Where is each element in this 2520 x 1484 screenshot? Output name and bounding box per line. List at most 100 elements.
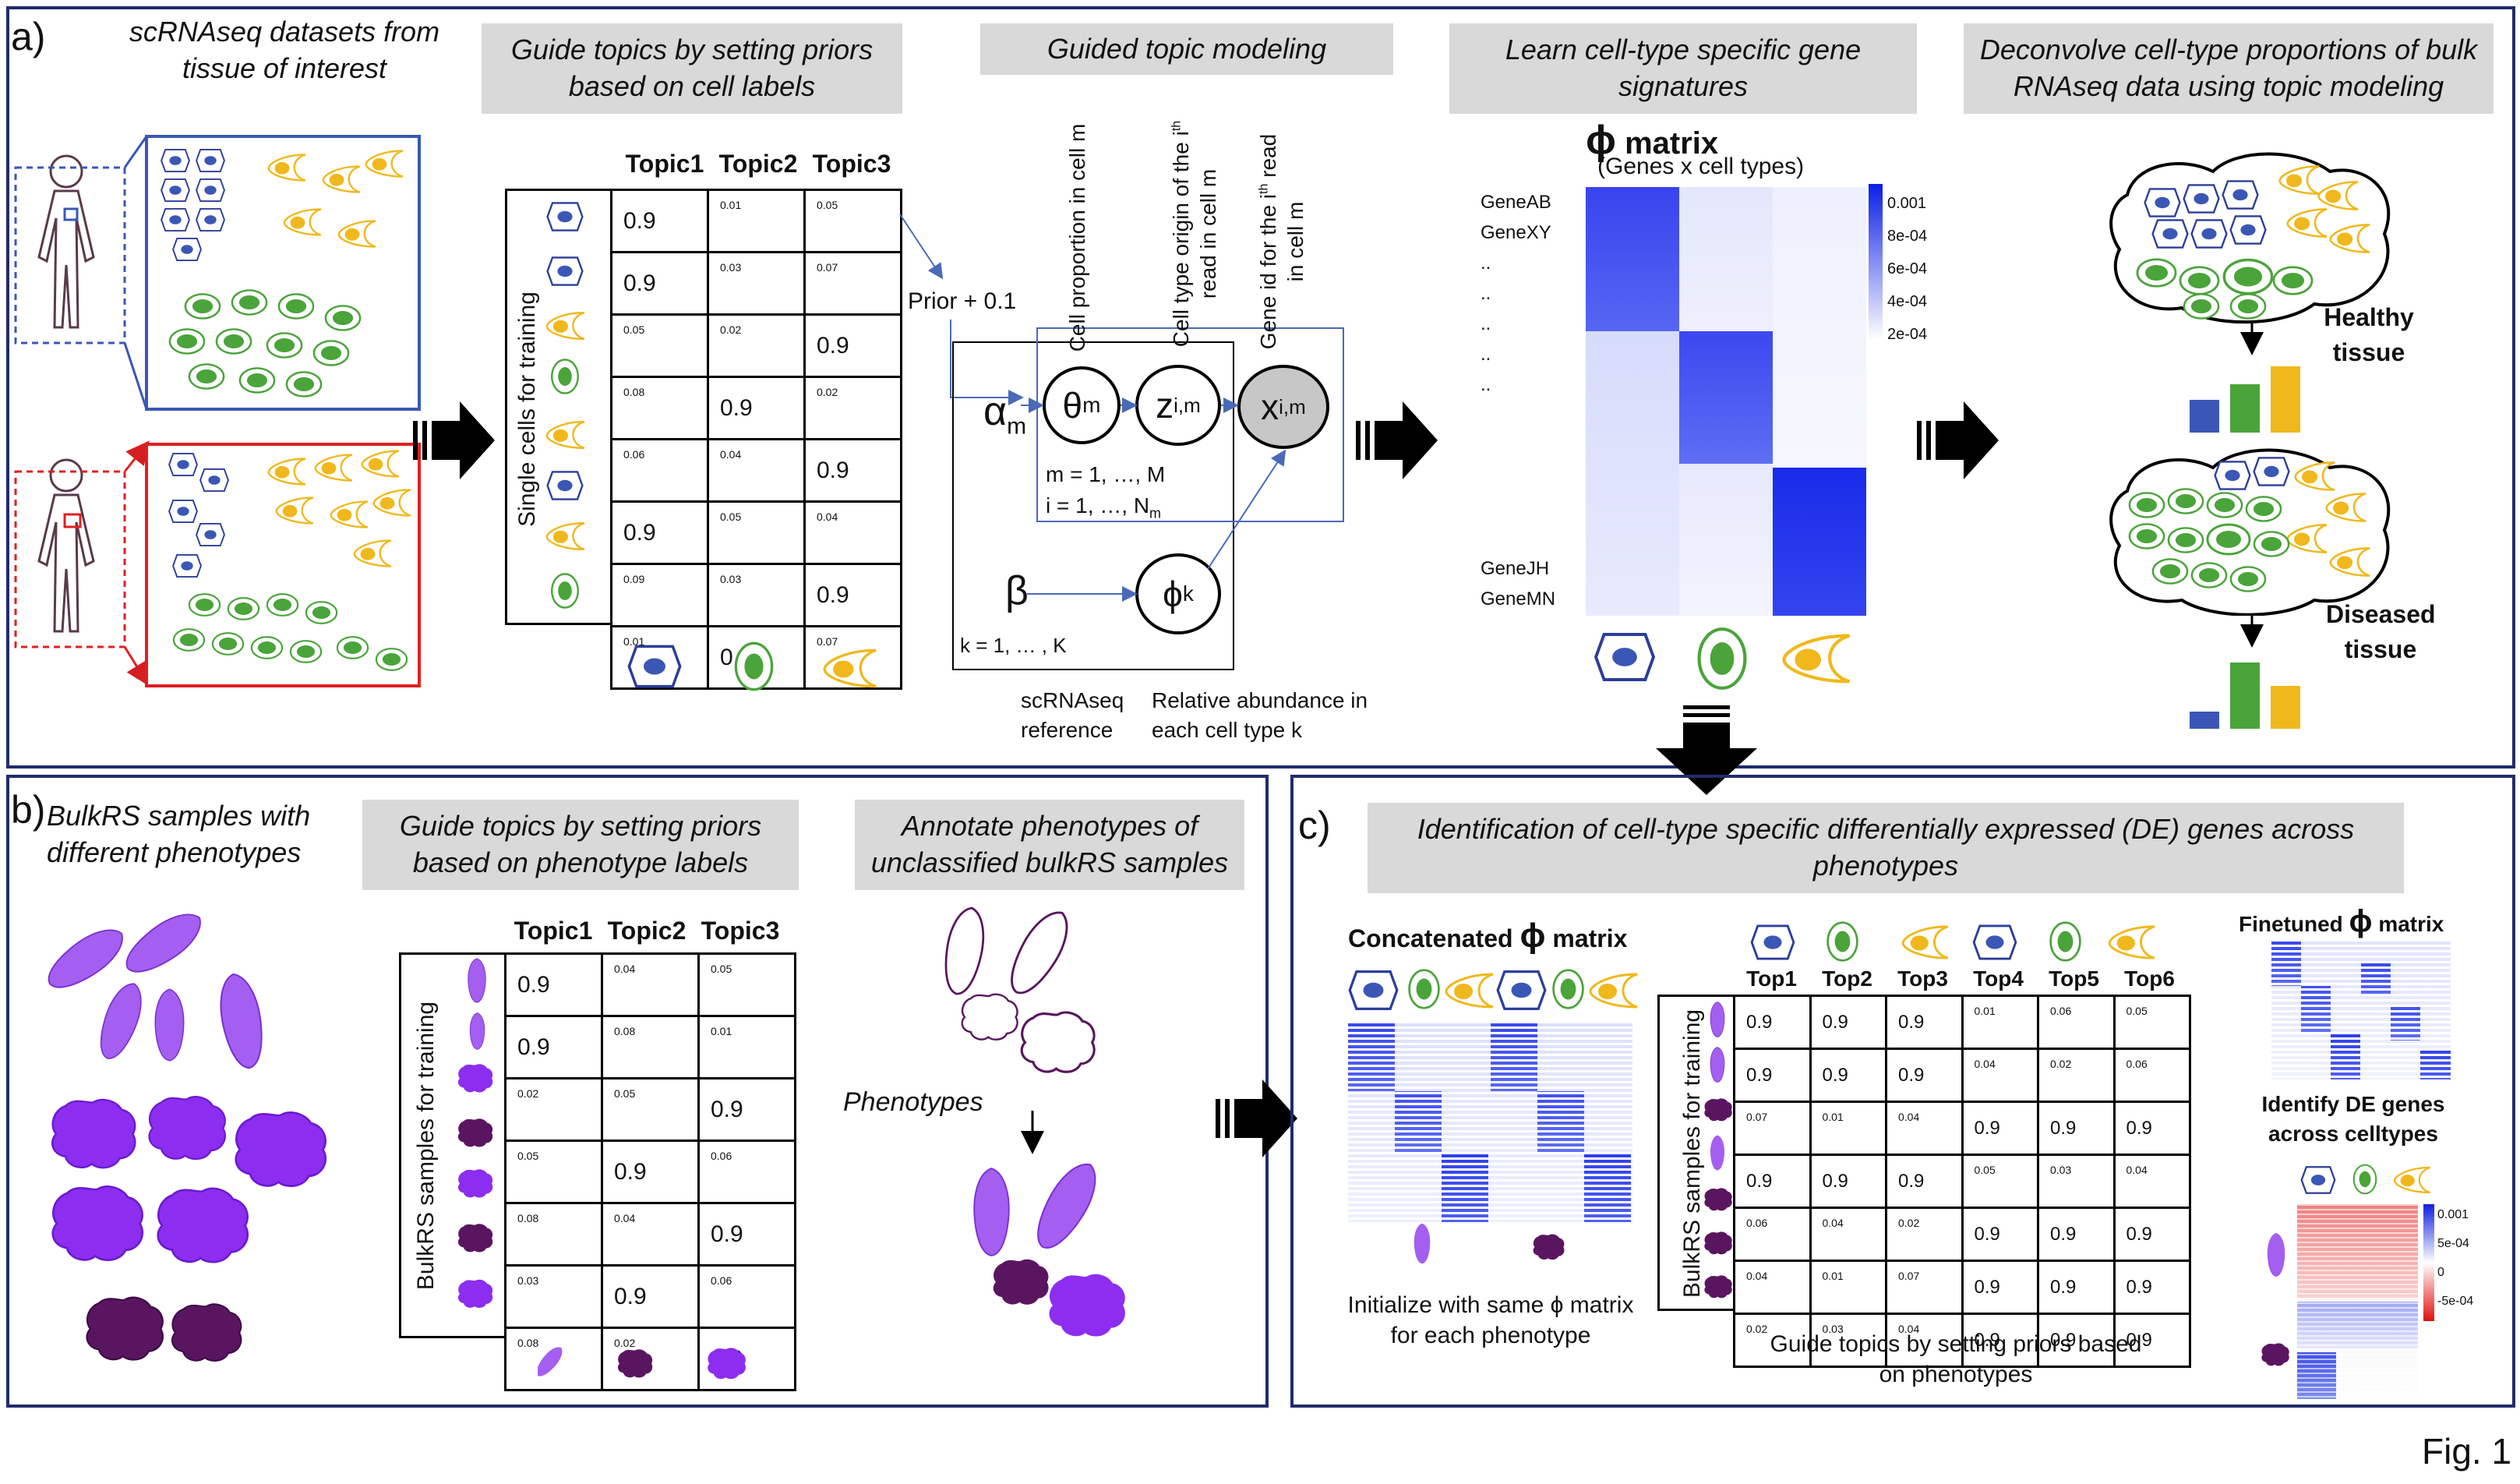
- c-matrix-cell: 0.05: [2112, 995, 2191, 1050]
- a-matrix-cell: 0.9: [803, 313, 902, 378]
- c-matrix-cell: 0.9: [1961, 1313, 2039, 1368]
- b-matrix-cell: 0.04: [601, 1202, 700, 1267]
- c-matrix-cell: 0.01: [1809, 1101, 1887, 1156]
- de-genes-header: Identification of cell-type specific dif…: [1368, 803, 2404, 893]
- c-matrix-cell: 0.04: [2112, 1154, 2191, 1209]
- c-matrix-cell: 0.9: [1885, 995, 1964, 1050]
- b-matrix-cell: 0.08: [601, 1015, 700, 1079]
- b-matrix-cell: 0.9: [697, 1077, 796, 1142]
- plate-i-range: i = 1, …, Nm: [1046, 493, 1162, 521]
- c-matrix-cell: 0.9: [2112, 1207, 2191, 1262]
- flow-arrow-2: [1356, 401, 1438, 479]
- c-matrix-cell: 0.9: [1885, 1048, 1964, 1103]
- c-matrix-cell: 0.07: [1733, 1101, 1812, 1156]
- a-matrix-cell: 0.07: [803, 251, 902, 316]
- phi-matrix-subtitle: (Genes x cell types): [1597, 154, 1805, 179]
- b-matrix-cell: 0.08: [504, 1202, 603, 1267]
- b-topic-header-2: Topic2: [607, 917, 686, 945]
- scrnaseq-reference-label: scRNAseq reference: [1021, 688, 1124, 742]
- c-matrix-cell: 0.9: [1733, 1154, 1812, 1209]
- a-matrix-cell: 0.05: [610, 313, 709, 378]
- b-matrix-cell: 0.02: [504, 1077, 603, 1142]
- a-matrix-cell: 0.04: [803, 500, 902, 565]
- c-matrix-cell: 0.04: [1809, 1207, 1887, 1262]
- plate-k-range: k = 1, … , K: [960, 634, 1067, 657]
- healthy-bar-green: [2230, 384, 2260, 433]
- annotate-phenotypes-header: Annotate phenotypes of unclassified bulk…: [855, 800, 1244, 890]
- healthy-bar-blue: [2190, 400, 2219, 433]
- concat-phi-heatmap: [1348, 1021, 1632, 1222]
- b-matrix-cell: 0.02: [601, 1327, 700, 1391]
- bulk-samples-training-label: BulkRS samples for training: [413, 1001, 439, 1291]
- c-matrix-cell: 0.9: [2037, 1313, 2116, 1368]
- panel-c: [1290, 775, 2515, 1408]
- a-matrix-cell: 0.08: [610, 376, 709, 440]
- a-matrix-cell: 0.03: [707, 251, 806, 316]
- a-matrix-cell: 0.9: [610, 251, 709, 316]
- diseased-tissue-cluster: [2109, 448, 2391, 616]
- c-matrix-cell: 0.02: [1885, 1207, 1964, 1262]
- diseased-tissue-label: Diseased tissue: [2326, 600, 2436, 663]
- beta-symbol: β: [1005, 568, 1029, 613]
- annotate-arrow: [1021, 1111, 1044, 1154]
- alpha-symbol: αm: [983, 389, 1027, 440]
- finetuned-phi-title: Finetuned ϕ matrix: [2239, 904, 2444, 938]
- b-matrix-cell: 0.05: [504, 1140, 603, 1204]
- relative-abundance-label: Relative abundance in each cell type k: [1152, 688, 1368, 742]
- c-matrix-cell: 0.9: [2112, 1260, 2191, 1315]
- flow-arrow-4: [1216, 1079, 1297, 1157]
- init-phi-text: Initialize with same ϕ matrix for each p…: [1347, 1292, 1634, 1348]
- z-description: Cell type origin of the ith read in cell…: [1169, 120, 1220, 348]
- b-matrix-cell: 0.9: [504, 952, 603, 1017]
- c-matrix-cell: 0.05: [1961, 1154, 2039, 1209]
- a-matrix-cell: 0.9: [803, 438, 902, 503]
- c-matrix-cell: 0.04: [1885, 1313, 1964, 1368]
- phenotypes-label: Phenotypes: [843, 1087, 983, 1117]
- de-colorbar: [2423, 1204, 2434, 1321]
- c-matrix-cell: 0.04: [1885, 1101, 1964, 1156]
- x-description: Gene id for the ith read in cell m: [1256, 133, 1308, 350]
- topic-header-3: Topic3: [812, 150, 891, 178]
- a-matrix-cell: 0.09: [610, 563, 709, 627]
- classified-samples: [973, 1154, 1125, 1337]
- c-row-sample-icons: [1704, 1002, 1732, 1298]
- flow-arrow-1: [413, 401, 495, 479]
- deconvolve-header: Deconvolve cell-type proportions of bulk…: [1964, 23, 2494, 114]
- a-matrix-cell: 0.03: [707, 563, 806, 627]
- c-matrix-cell: 0.9: [1733, 995, 1812, 1050]
- theta-description: Cell proportion in cell m: [1065, 123, 1089, 352]
- prior-arrow: [899, 214, 1024, 405]
- b-matrix-cell: 0.04: [601, 952, 700, 1017]
- concat-cell-icons: [1348, 969, 1639, 1010]
- flow-arrow-down: [1656, 705, 1757, 795]
- a-matrix-cell: 0.9: [610, 189, 709, 253]
- a-matrix-cell: 0.06: [610, 438, 709, 503]
- diseased-bar-blue: [2190, 712, 2219, 729]
- c-topic-header: Top1: [1746, 966, 1797, 991]
- de-heatmap: [2297, 1204, 2418, 1399]
- prior-text: Prior + 0.1: [908, 288, 1017, 314]
- c-matrix-cell: 0.06: [2112, 1048, 2191, 1103]
- c-matrix-cell: 0.06: [1733, 1207, 1812, 1262]
- c-matrix-cell: 0.9: [1885, 1154, 1964, 1209]
- plate-m-range: m = 1, …, M: [1046, 462, 1166, 486]
- b-row-sample-icons: [457, 958, 493, 1308]
- b-matrix-cell: 0.08: [504, 1327, 603, 1391]
- c-matrix-cell: 0.02: [2037, 1048, 2116, 1103]
- flow-arrow-3: [1917, 401, 1999, 479]
- tissue-datasets-illustration: [14, 135, 421, 687]
- c-matrix-cell: 0.02: [1733, 1313, 1812, 1368]
- c-matrix-cell: 0.9: [1961, 1101, 2039, 1156]
